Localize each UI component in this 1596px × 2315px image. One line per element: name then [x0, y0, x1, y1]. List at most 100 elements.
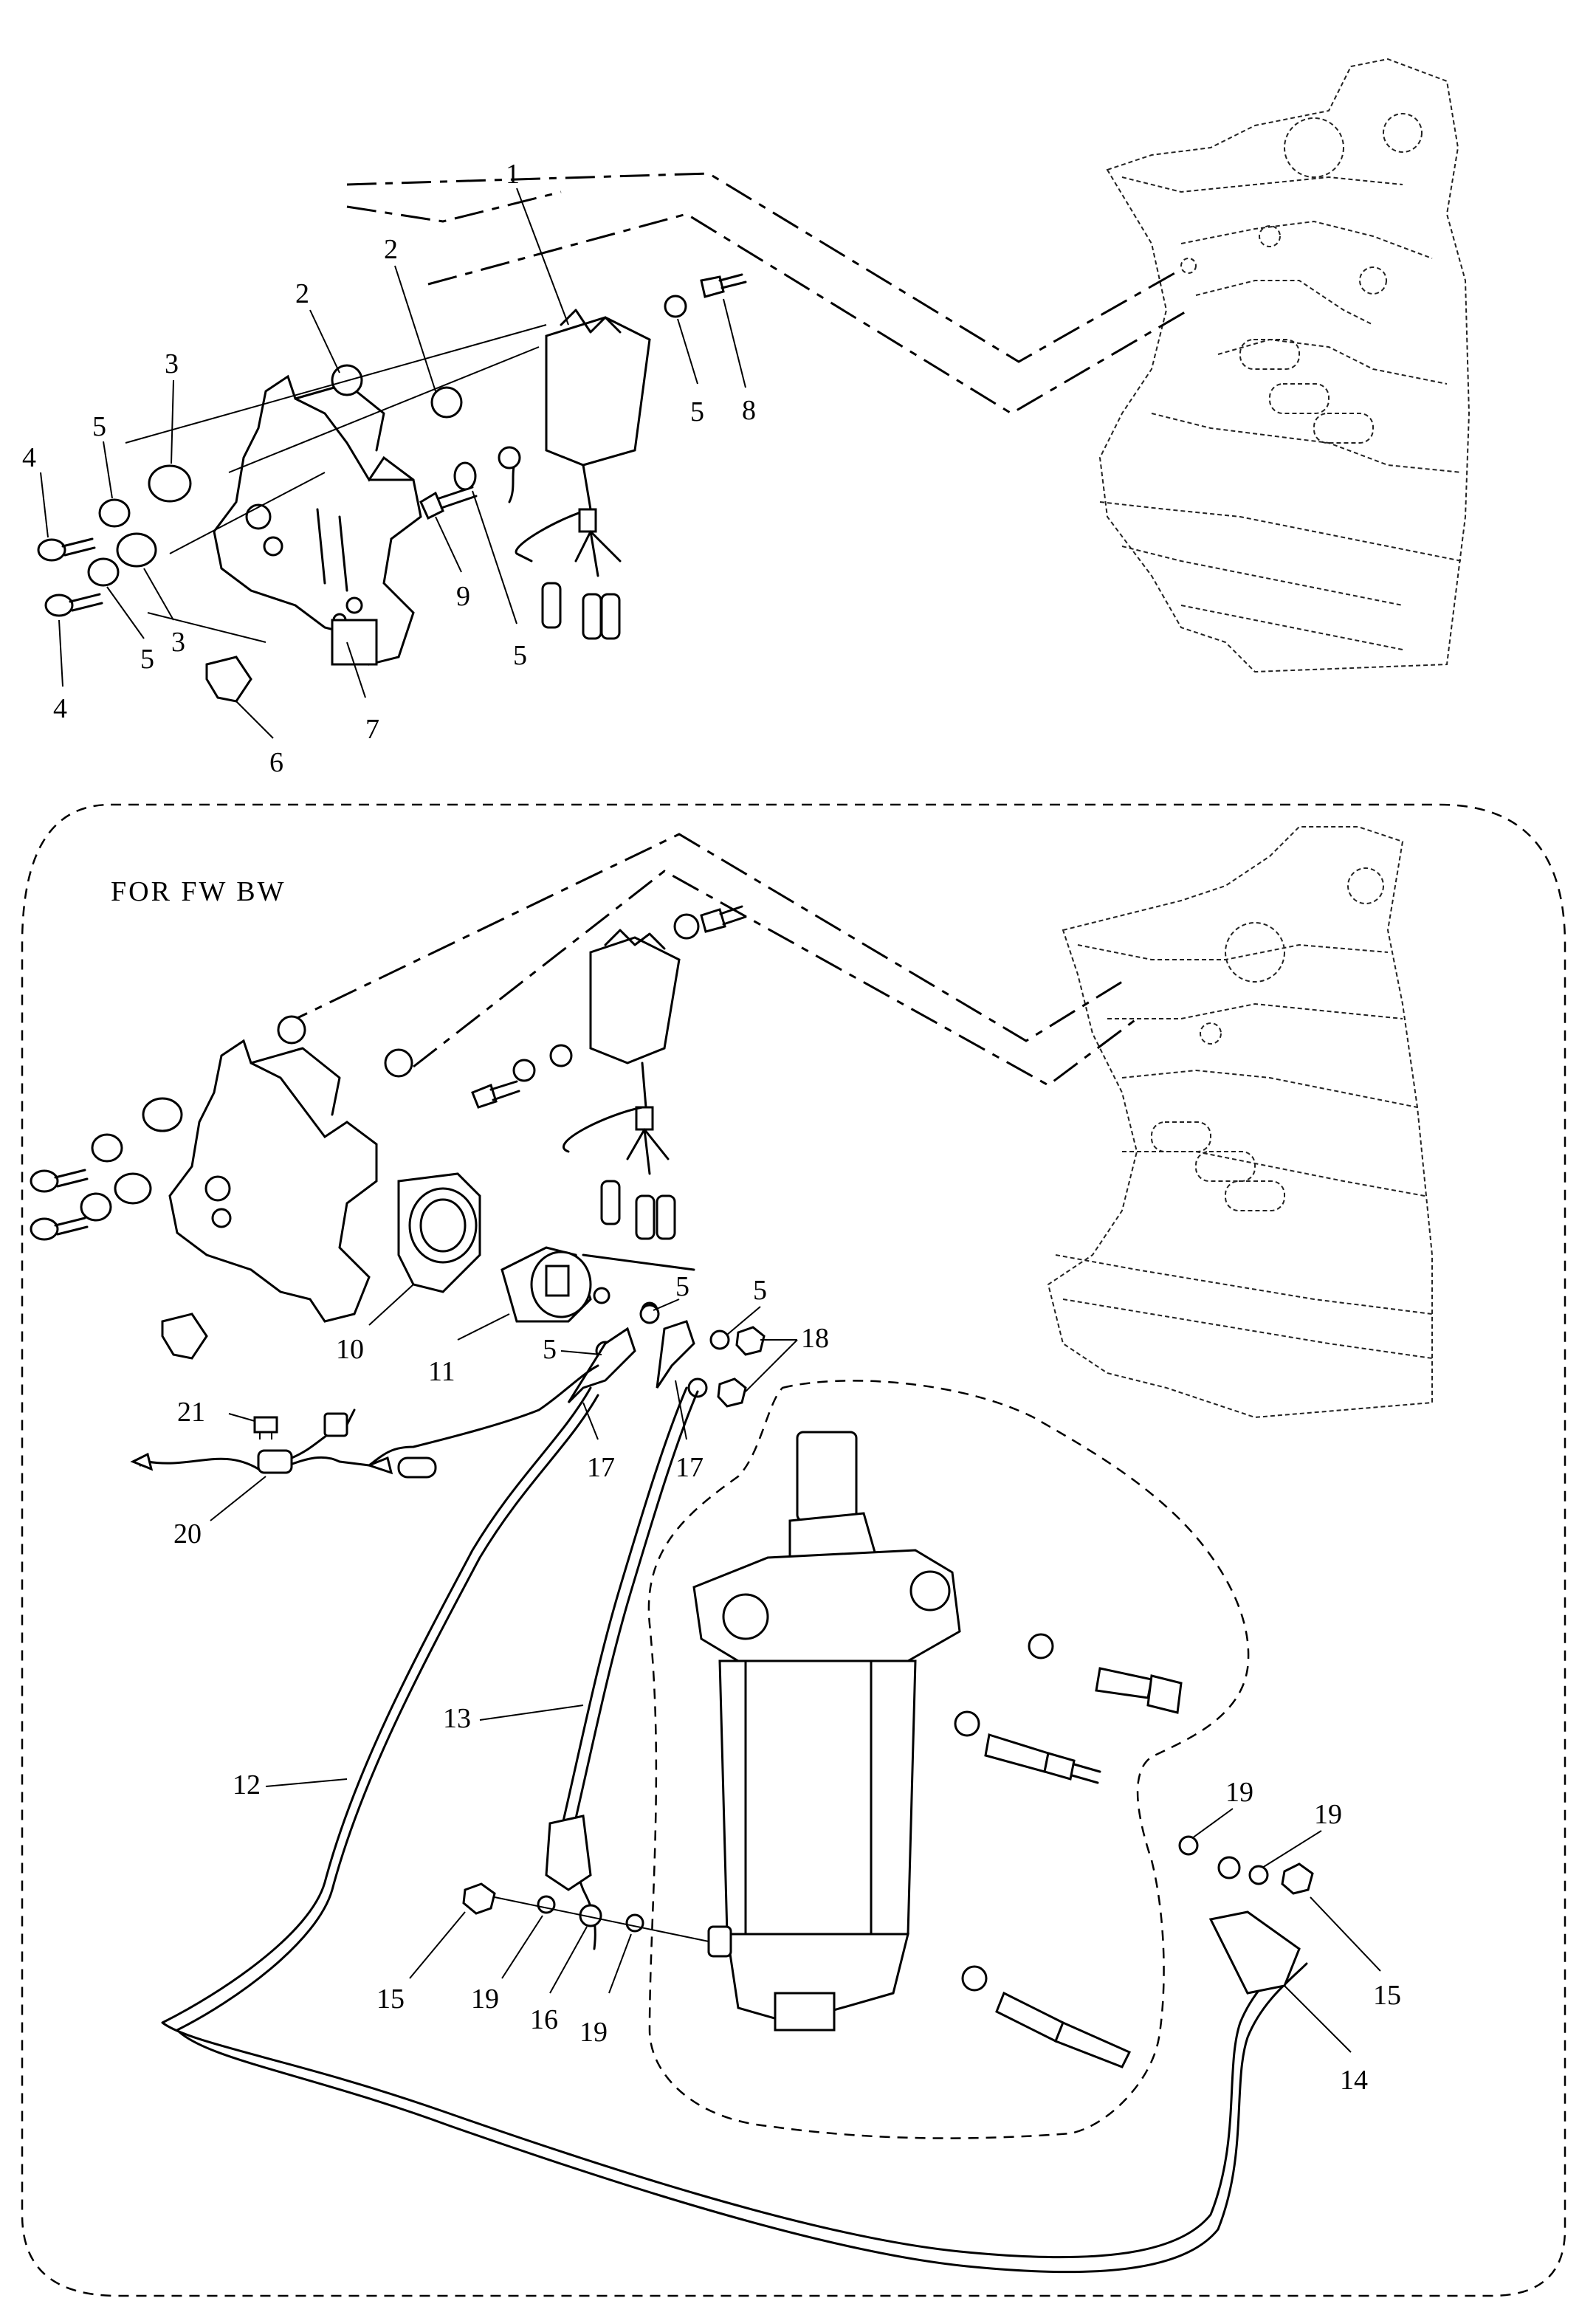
bolt-8 [664, 273, 747, 318]
callout-2-right: 2 [384, 234, 398, 265]
cable-12 [161, 1386, 1301, 2259]
callout-5-center: 5 [513, 640, 527, 671]
rectifier-regulator [498, 309, 651, 640]
callouts-lower: 10 11 12 13 14 15 15 16 17 17 18 19 [173, 1271, 1401, 2096]
bolt-lower-top [700, 908, 726, 933]
callout-19-right-a: 19 [1225, 1777, 1253, 1808]
callout-8: 8 [742, 395, 756, 426]
variant-boundary [21, 803, 1566, 2297]
cable-12-inner [176, 1394, 1308, 2274]
callout-9: 9 [456, 581, 470, 612]
starter-solenoid-11 [501, 1246, 695, 1323]
guide-line-top-1 [346, 172, 1182, 363]
washer-starter-b [954, 1710, 980, 1737]
callout-2-left: 2 [295, 278, 309, 309]
collar-2b [430, 386, 463, 419]
bolt-lower-a-head [30, 1169, 59, 1193]
bolt-starter-a [1095, 1667, 1183, 1714]
bolt-lower-b-head [30, 1217, 59, 1241]
callout-17-right: 17 [675, 1452, 704, 1483]
stud-starter [984, 1733, 1101, 1784]
mounting-bracket [213, 374, 422, 666]
callout-21: 21 [177, 1397, 205, 1428]
grommet-lower-b [114, 1172, 152, 1205]
collar-lower-a [277, 1015, 306, 1045]
callout-15-left: 15 [376, 1984, 405, 2015]
cable-13-inner [571, 1390, 699, 1836]
washer-5-solenoid-a [639, 1304, 660, 1324]
callout-4-top: 4 [22, 442, 36, 473]
starter-motor [692, 1431, 961, 2032]
callout-5-left-top: 5 [92, 411, 106, 442]
rectifier-regulator-lower [549, 929, 681, 1240]
callout-12: 12 [233, 1769, 261, 1800]
cable-17-right-end [656, 1320, 695, 1389]
bolt-lower-c [471, 1084, 498, 1109]
callout-18: 18 [801, 1323, 829, 1354]
callout-5-left-bottom: 5 [140, 644, 154, 675]
bolt-4a-shank [61, 537, 96, 557]
washer-5b [87, 557, 120, 587]
cable-14-boot [1208, 1910, 1301, 1995]
guide-line-lower-1 [280, 833, 1123, 1042]
clip-6 [205, 656, 252, 703]
collar-lower-b [384, 1048, 413, 1078]
callout-10: 10 [336, 1334, 364, 1365]
callouts-top: 1 2 2 3 3 4 4 5 5 5 5 6 7 [22, 159, 756, 778]
washer-lower-top [673, 913, 700, 940]
terminal-19-right [1217, 1856, 1241, 1879]
washer-5-lower-c [687, 1377, 708, 1398]
callout-1: 1 [506, 159, 520, 190]
callout-6: 6 [269, 747, 283, 778]
callout-17-left: 17 [587, 1452, 615, 1483]
washer-5a [98, 498, 131, 528]
washer-19-left-b [625, 1913, 644, 1933]
grommet-3a [148, 464, 192, 503]
callout-3-top: 3 [165, 348, 179, 379]
callout-16: 16 [530, 2004, 558, 2035]
callout-5-solenoid-left: 5 [543, 1334, 557, 1365]
engine-block-outline-top [1098, 58, 1471, 673]
washer-lower-a [91, 1133, 123, 1163]
callout-4-bottom: 4 [53, 693, 67, 724]
grommet-lower-a [142, 1097, 183, 1132]
guide-line-top-3 [346, 190, 562, 223]
cable-13 [560, 1386, 688, 1891]
starter-group-boundary [647, 1380, 1250, 2139]
callout-3-bottom: 3 [171, 627, 185, 658]
callout-15-right: 15 [1373, 1980, 1401, 2011]
callout-11: 11 [428, 1356, 455, 1387]
nut-18-a [735, 1326, 766, 1356]
grommet-3b [116, 532, 157, 568]
washer-19-right-b [1248, 1865, 1269, 1885]
callout-7: 7 [365, 714, 379, 745]
washer-starter-c [961, 1965, 988, 1992]
bolt-4b-head [44, 594, 74, 617]
guide-line-top-2 [427, 213, 1189, 415]
stud-starter-lower [995, 1991, 1132, 2068]
callout-19-left-a: 19 [471, 1984, 499, 2015]
nut-15-left [462, 1882, 496, 1915]
callout-14: 14 [1340, 2065, 1368, 2096]
engine-block-outline-lower [1047, 826, 1433, 1419]
callout-5-solenoid-top: 5 [675, 1271, 689, 1302]
cable-13-boot [545, 1814, 592, 1891]
cable-17-left-end [567, 1327, 636, 1404]
fuse-21 [253, 1416, 278, 1439]
washer-lower-b [80, 1192, 112, 1222]
nut-18-b [717, 1377, 747, 1408]
lower-assembly: 10 11 12 13 14 15 15 16 17 17 18 19 [30, 826, 1433, 2274]
callout-5-right: 5 [690, 396, 704, 427]
bolt-9 [419, 461, 478, 520]
guide-line-lower-2 [413, 870, 1138, 1087]
callout-13: 13 [443, 1703, 471, 1734]
callout-20: 20 [173, 1518, 202, 1549]
washer-5-solenoid-b [709, 1330, 730, 1350]
nut-15-right [1281, 1862, 1314, 1895]
top-assembly: 1 2 2 3 3 4 4 5 5 5 5 6 7 [22, 58, 1471, 778]
callout-19-right-b: 19 [1314, 1799, 1342, 1830]
washer-19-right-a [1178, 1835, 1199, 1856]
mounting-bracket-lower [161, 1039, 378, 1360]
section-title: FOR FW BW [111, 876, 286, 907]
